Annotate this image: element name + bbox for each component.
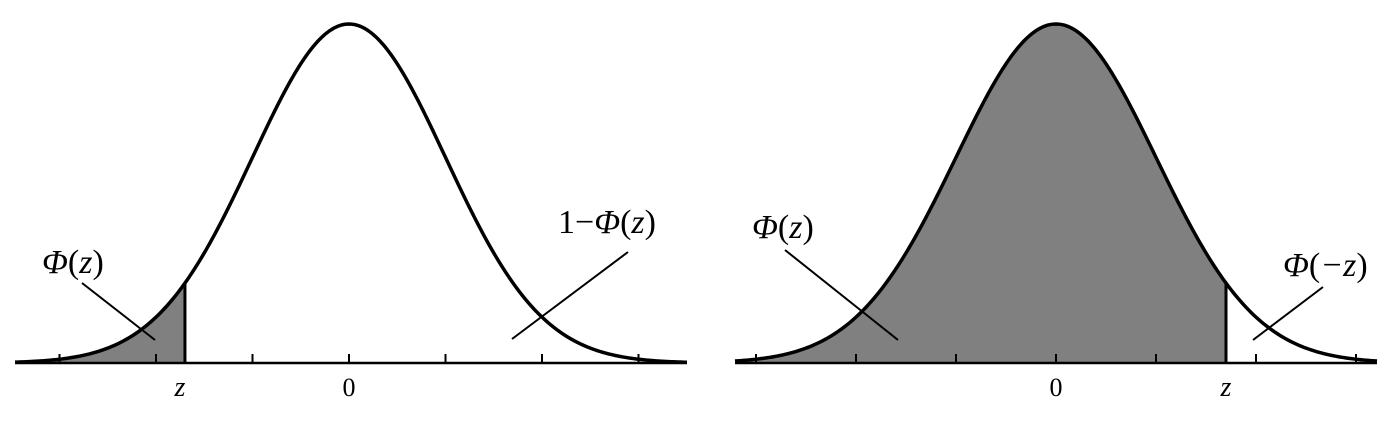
left-upper-area-label: 1−Φ(z) bbox=[558, 204, 656, 241]
right-panel: Φ(z) Φ(−z) z 0 bbox=[734, 22, 1378, 403]
right-upper-area-label: Φ(−z) bbox=[1283, 247, 1368, 284]
left-lower-area-leader bbox=[81, 282, 156, 341]
left-density-curve bbox=[14, 22, 688, 365]
left-shaded-lower-tail bbox=[15, 283, 185, 363]
left-axis-ticks bbox=[58, 354, 640, 363]
right-tick-label-zero: 0 bbox=[1050, 373, 1063, 402]
right-shaded-lower-area bbox=[735, 24, 1226, 363]
right-axis-ticks bbox=[755, 354, 1357, 363]
left-upper-area-leader bbox=[511, 251, 629, 340]
left-tick-label-zero: 0 bbox=[343, 373, 356, 402]
left-tick-label-z: z bbox=[174, 372, 186, 403]
right-lower-area-leader bbox=[784, 249, 899, 341]
right-density-curve bbox=[734, 22, 1378, 363]
right-lower-area-label: Φ(z) bbox=[752, 209, 814, 246]
left-lower-area-label: Φ(z) bbox=[42, 244, 104, 281]
right-tick-label-z: z bbox=[1220, 372, 1232, 403]
left-panel: Φ(z) 1−Φ(z) z 0 bbox=[14, 22, 688, 403]
right-upper-area-leader bbox=[1252, 286, 1324, 341]
